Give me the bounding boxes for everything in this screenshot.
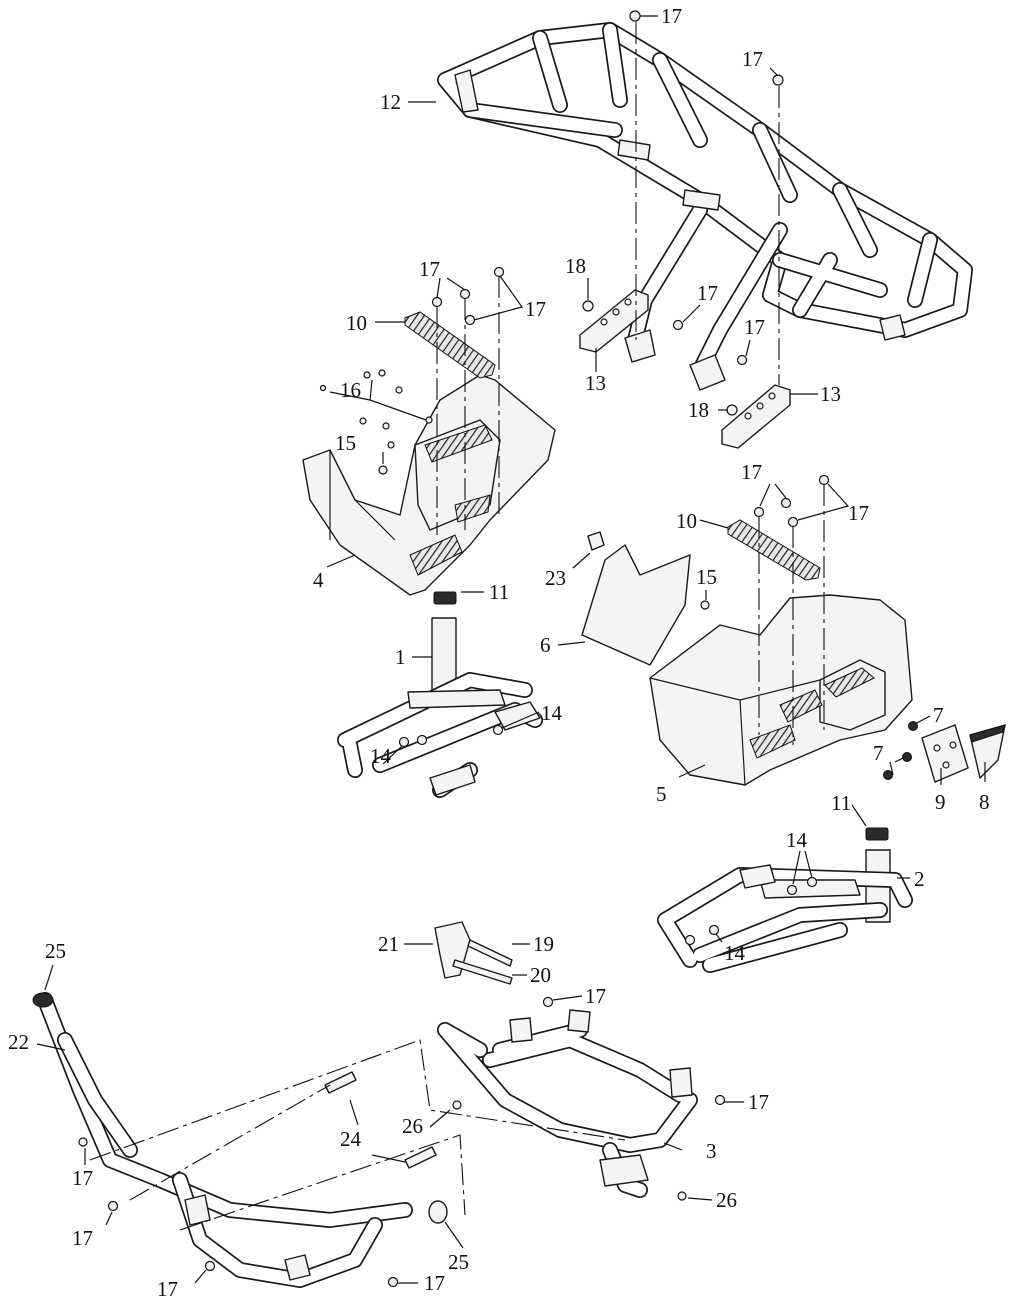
callout-22: 22 [8,1030,29,1054]
sleeve-24b [404,1146,437,1169]
step-bracket-right [657,849,913,973]
callout-17: 17 [741,460,762,484]
callout-17: 17 [742,47,763,71]
callout-20: 20 [530,963,551,987]
callout-18: 18 [565,254,586,278]
callout-9: 9 [935,790,946,814]
left-footwell [302,374,556,596]
cap-11-left [433,591,457,605]
callout-10: 10 [346,311,367,335]
callout-15: 15 [696,565,717,589]
callout-17: 17 [72,1166,93,1190]
callout-26: 26 [402,1114,423,1138]
callout-7: 7 [933,703,944,727]
callout-18: 18 [688,398,709,422]
callout-26: 26 [716,1188,737,1212]
callout-14: 14 [724,941,746,965]
callout-14: 14 [786,828,808,852]
front-frame-3 [437,1009,698,1198]
callout-10: 10 [676,509,697,533]
callout-12: 12 [380,90,401,114]
cap-11-right [865,827,889,841]
end-cap-25a [32,992,54,1008]
callout-2: 2 [914,867,925,891]
callout-23: 23 [545,566,566,590]
callout-17: 17 [525,297,546,321]
callout-17: 17 [748,1090,769,1114]
callout-1: 1 [395,645,406,669]
callout-19: 19 [533,932,554,956]
callout-25: 25 [45,939,66,963]
right-footwell [649,594,913,786]
callout-24: 24 [340,1127,362,1151]
callout-17: 17 [72,1226,93,1250]
callout-17: 17 [157,1277,178,1301]
left-footrest-10 [404,311,496,379]
cover-8 [969,724,1006,779]
callout-17: 17 [661,4,682,28]
rack-bracket-right [721,384,791,449]
callout-17: 17 [744,315,765,339]
callout-11: 11 [489,580,509,604]
callout-4: 4 [313,568,324,592]
sleeve-24a [324,1071,357,1094]
callout-8: 8 [979,790,990,814]
mud-flap [581,544,691,666]
callout-17: 17 [424,1271,445,1295]
callout-17: 17 [419,257,440,281]
callout-11: 11 [831,791,851,815]
rack-bracket-left [579,289,649,353]
pin-19 [467,939,513,967]
callout-5: 5 [656,782,667,806]
rear-rack [437,22,973,391]
callout-numbers: 17 12 17 17 17 10 18 17 13 17 16 18 13 1… [8,4,990,1301]
callout-17: 17 [585,984,606,1008]
assembly-lines [89,22,825,1231]
step-bracket-left [337,617,543,798]
callout-17: 17 [697,281,718,305]
leader-lines [36,15,986,1284]
right-footrest-10 [727,519,821,581]
block-23 [587,531,605,551]
front-bumper [37,992,413,1288]
bolts [78,10,830,1288]
callout-7: 7 [873,741,884,765]
callout-16: 16 [340,378,361,402]
nuts-7 [883,721,918,780]
callout-13: 13 [585,371,606,395]
callout-21: 21 [378,932,399,956]
callout-25: 25 [448,1250,469,1274]
pin-20 [452,959,513,985]
callout-3: 3 [706,1139,717,1163]
plate-9 [921,724,969,783]
end-cap-25b [428,1200,448,1224]
callout-17: 17 [848,501,869,525]
callout-14: 14 [541,701,563,725]
callout-6: 6 [540,633,551,657]
callout-14: 14 [370,744,392,768]
callout-13: 13 [820,382,841,406]
callout-15: 15 [335,431,356,455]
